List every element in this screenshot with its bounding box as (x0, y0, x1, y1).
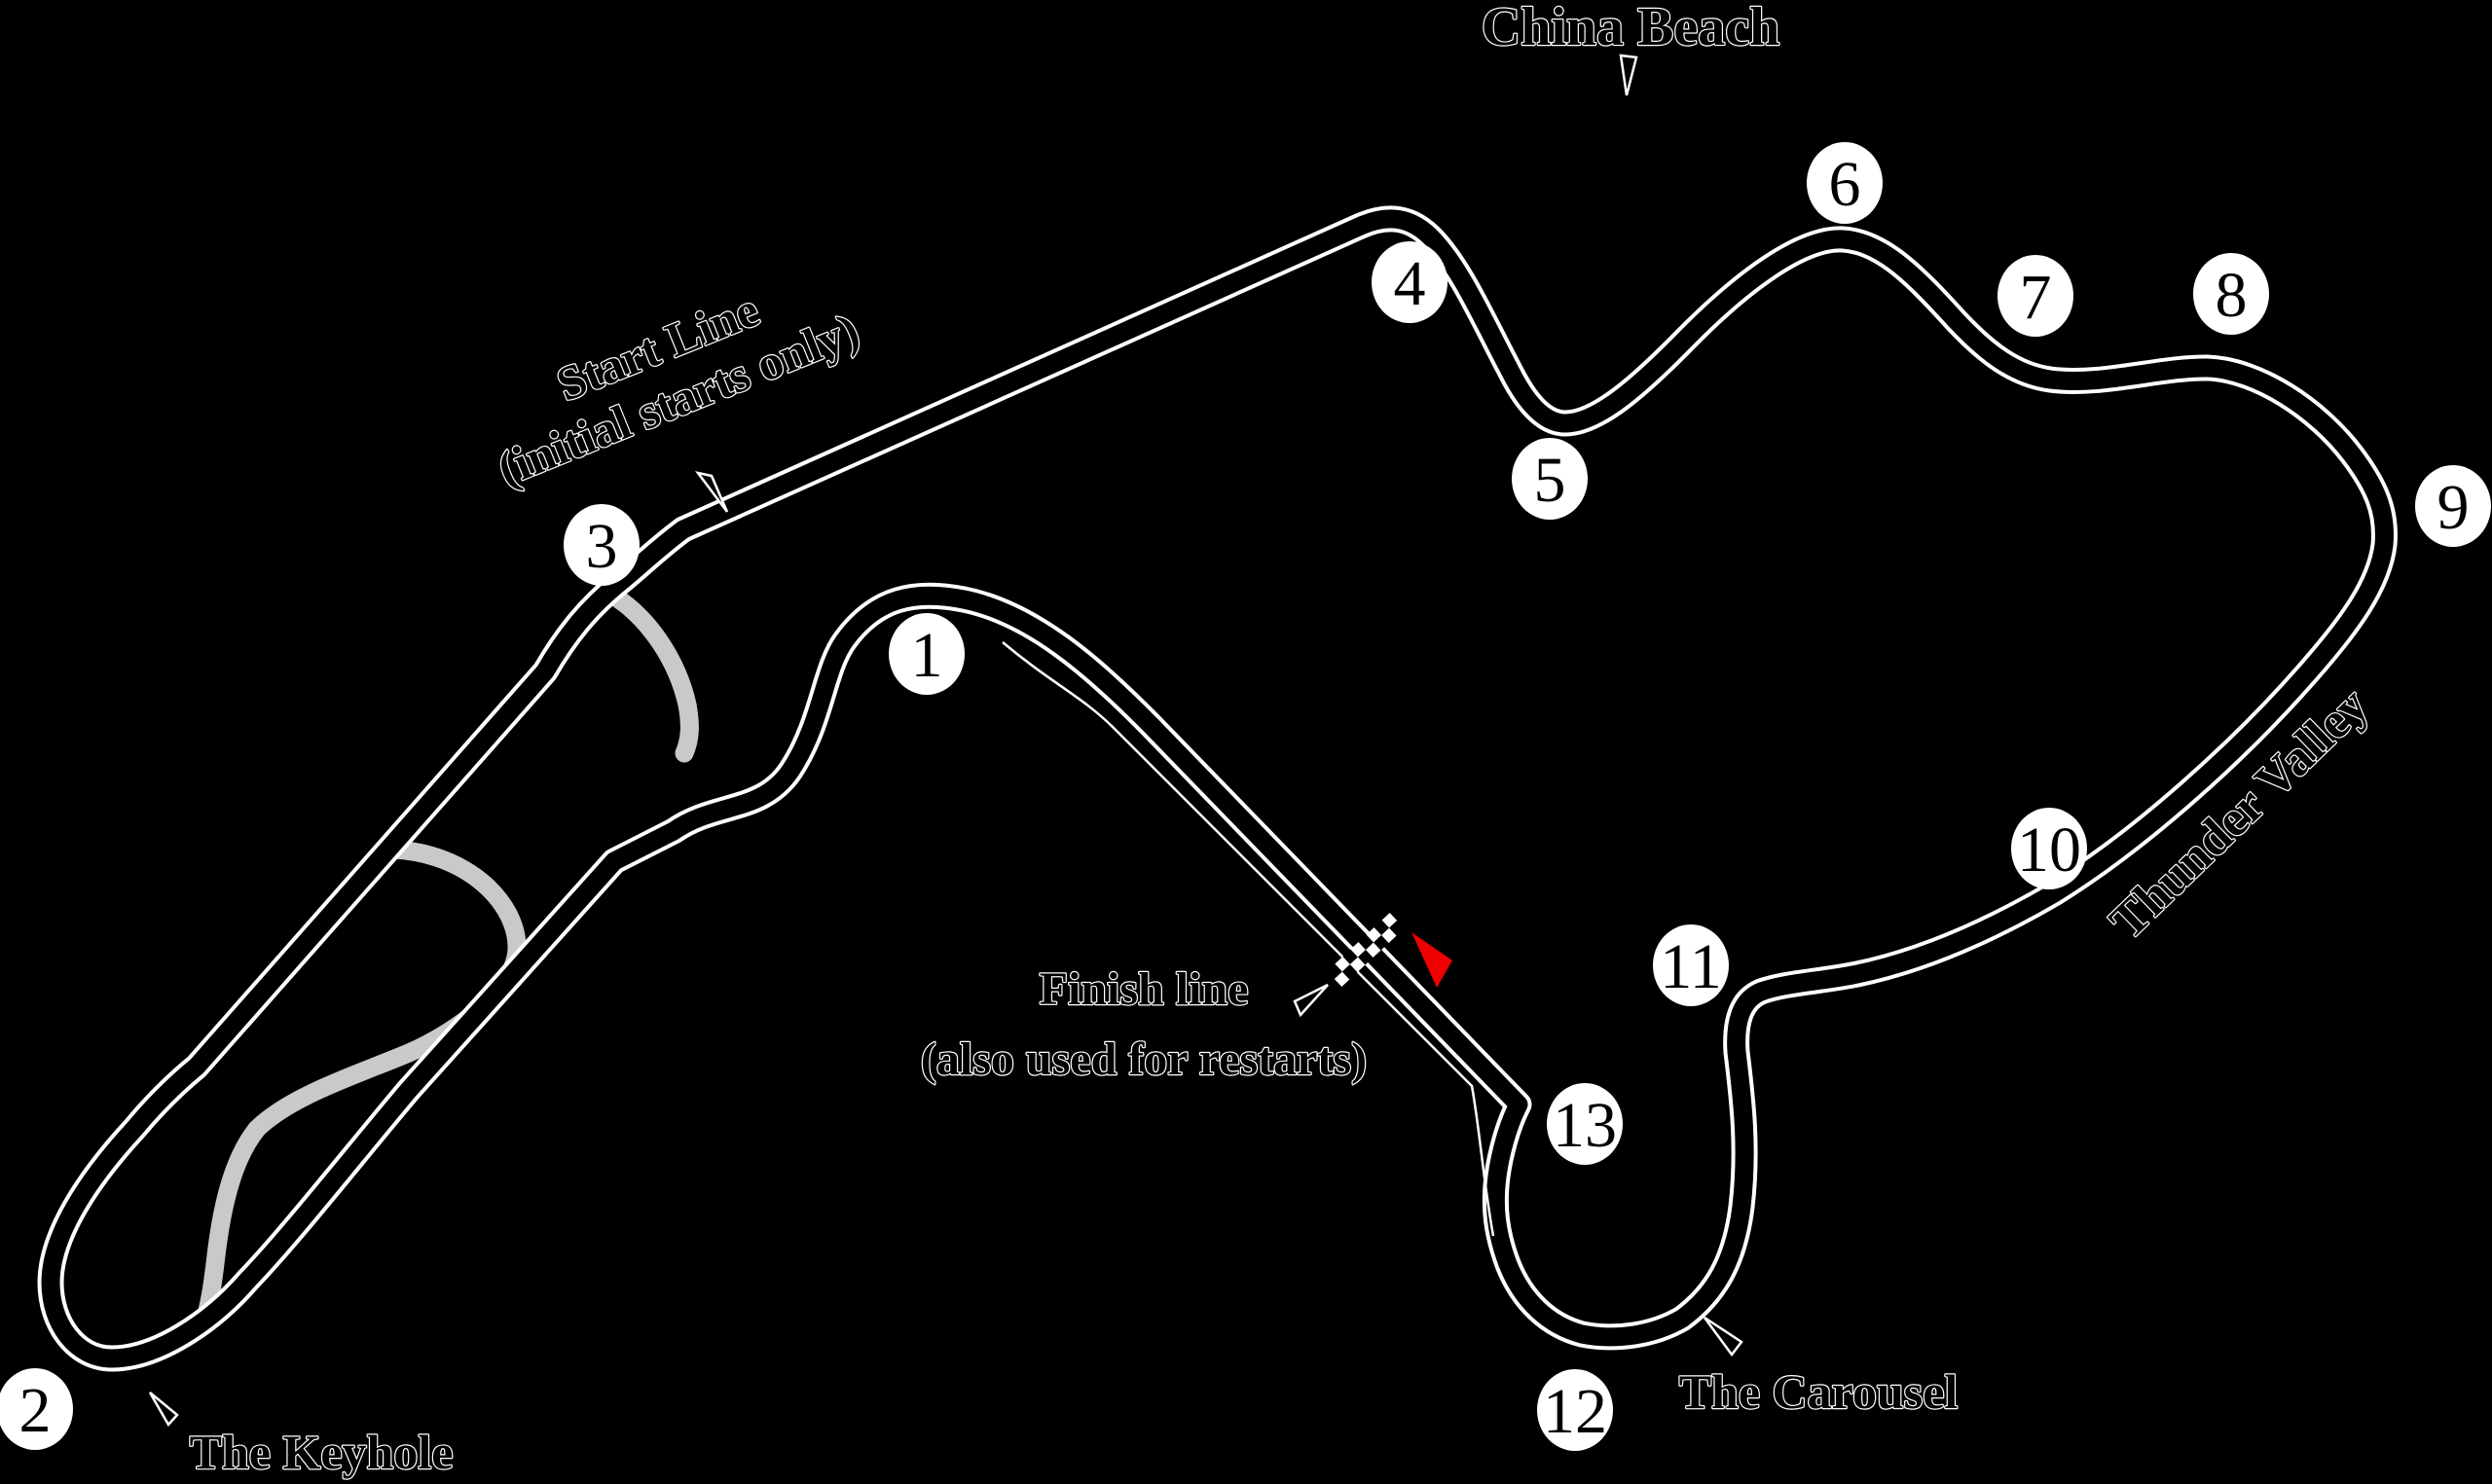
corner-marker-13 (1547, 1083, 1623, 1165)
start-line-pointer-icon (694, 471, 729, 513)
pit-lane (1002, 641, 1495, 1237)
finish-line-pointer-icon (1293, 983, 1329, 1018)
checker-square (1335, 956, 1350, 972)
corner-marker-8 (2193, 253, 2269, 335)
checker-square (1389, 920, 1405, 936)
checker-square (1366, 926, 1382, 943)
corner-marker-6 (1807, 142, 1883, 224)
label-finish-line-2: (also used for restarts) (921, 1033, 1367, 1085)
corner-marker-11 (1653, 924, 1729, 1006)
corner-marker-7 (1997, 255, 2073, 337)
corner-number-6: 6 (1829, 149, 1861, 220)
checker-square (1366, 942, 1381, 959)
checker-square (1350, 941, 1366, 958)
checker-square (1349, 957, 1366, 973)
corner-number-8: 8 (2216, 260, 2248, 331)
race-direction-arrow-icon (1411, 932, 1452, 988)
keyhole-pointer-icon (148, 1392, 179, 1428)
alternate-section-turn3 (604, 586, 699, 763)
corner-marker-5 (1512, 438, 1588, 520)
checker-square (1374, 934, 1389, 951)
checker-square (1357, 950, 1374, 965)
label-china-beach: China Beach (1482, 0, 1780, 57)
corner-number-5: 5 (1534, 445, 1566, 516)
corner-marker-12 (1537, 1369, 1613, 1451)
checker-square (1341, 964, 1358, 980)
corner-number-4: 4 (1394, 248, 1426, 319)
checker-square (1334, 971, 1350, 988)
corner-number-9: 9 (2437, 472, 2470, 543)
corner-number-7: 7 (2020, 262, 2052, 333)
label-keyhole: The Keyhole (190, 1425, 454, 1479)
checker-square (1342, 949, 1358, 965)
checker-square (1381, 927, 1397, 944)
label-finish-line-1: Finish line (1040, 963, 1249, 1015)
corner-marker-2 (0, 1368, 73, 1450)
corner-marker-3 (564, 504, 640, 586)
alternate-section-chicane (195, 840, 527, 1330)
corner-marker-1 (889, 613, 965, 695)
checker-square (1381, 912, 1398, 928)
checker-square (1327, 963, 1342, 980)
corner-number-12: 12 (1543, 1376, 1607, 1447)
corner-number-10: 10 (2017, 814, 2081, 886)
corner-number-2: 2 (19, 1375, 52, 1446)
corner-number-3: 3 (586, 511, 618, 582)
corner-marker-10 (2011, 808, 2087, 889)
corner-marker-9 (2415, 465, 2491, 547)
track-surface (41, 209, 2394, 1368)
checker-square (1374, 920, 1390, 935)
checker-square (1358, 934, 1374, 950)
corner-number-13: 13 (1553, 1090, 1617, 1161)
corner-number-1: 1 (911, 620, 943, 691)
corner-marker-4 (1372, 241, 1448, 323)
label-carousel: The Carousel (1679, 1364, 1959, 1419)
corner-number-11: 11 (1660, 931, 1722, 1002)
finish-line-checker (1327, 912, 1405, 988)
china-beach-pointer-icon (1619, 54, 1638, 96)
circuit (37, 205, 2398, 1372)
carousel-pointer-icon (1703, 1316, 1743, 1357)
